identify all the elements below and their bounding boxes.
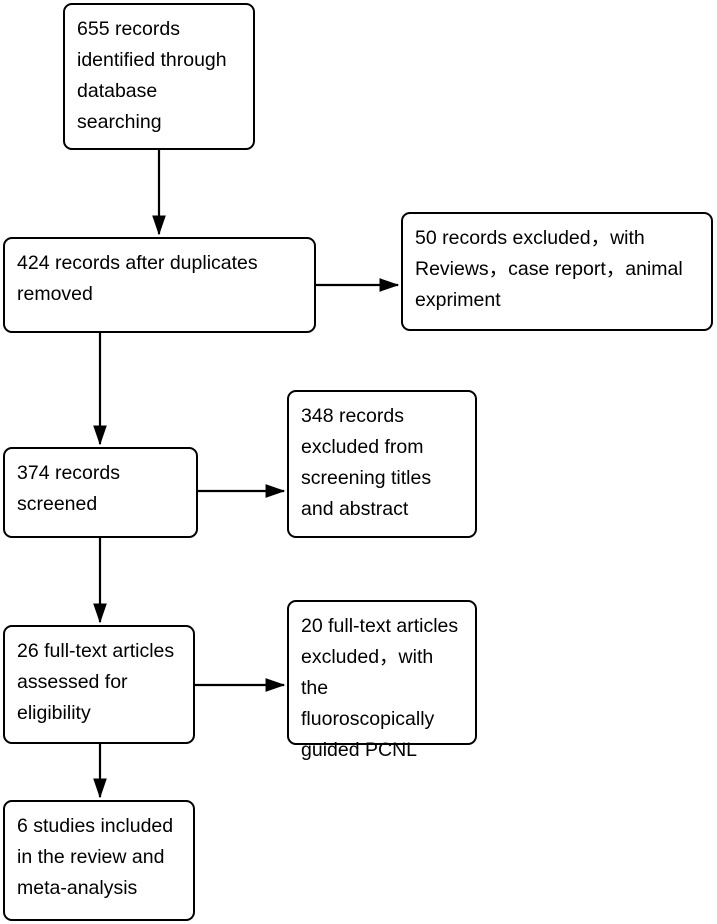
records-after-duplicates-box: 424 records after duplicates removed: [3, 237, 316, 333]
records-screened-box: 374 records screened: [3, 447, 198, 538]
records-excluded-screening-box: 348 records excluded from screening titl…: [287, 390, 477, 538]
full-text-excluded-box: 20 full-text articles excluded，with the …: [287, 600, 477, 761]
studies-included-box: 6 studies included in the review and met…: [3, 800, 195, 921]
full-text-assessed-box: 26 full-text articles assessed for eligi…: [3, 625, 195, 744]
records-identified-box: 655 records identified through database …: [63, 3, 255, 150]
records-excluded-duplicates-box: 50 records excluded，with Reviews，case re…: [401, 212, 713, 331]
